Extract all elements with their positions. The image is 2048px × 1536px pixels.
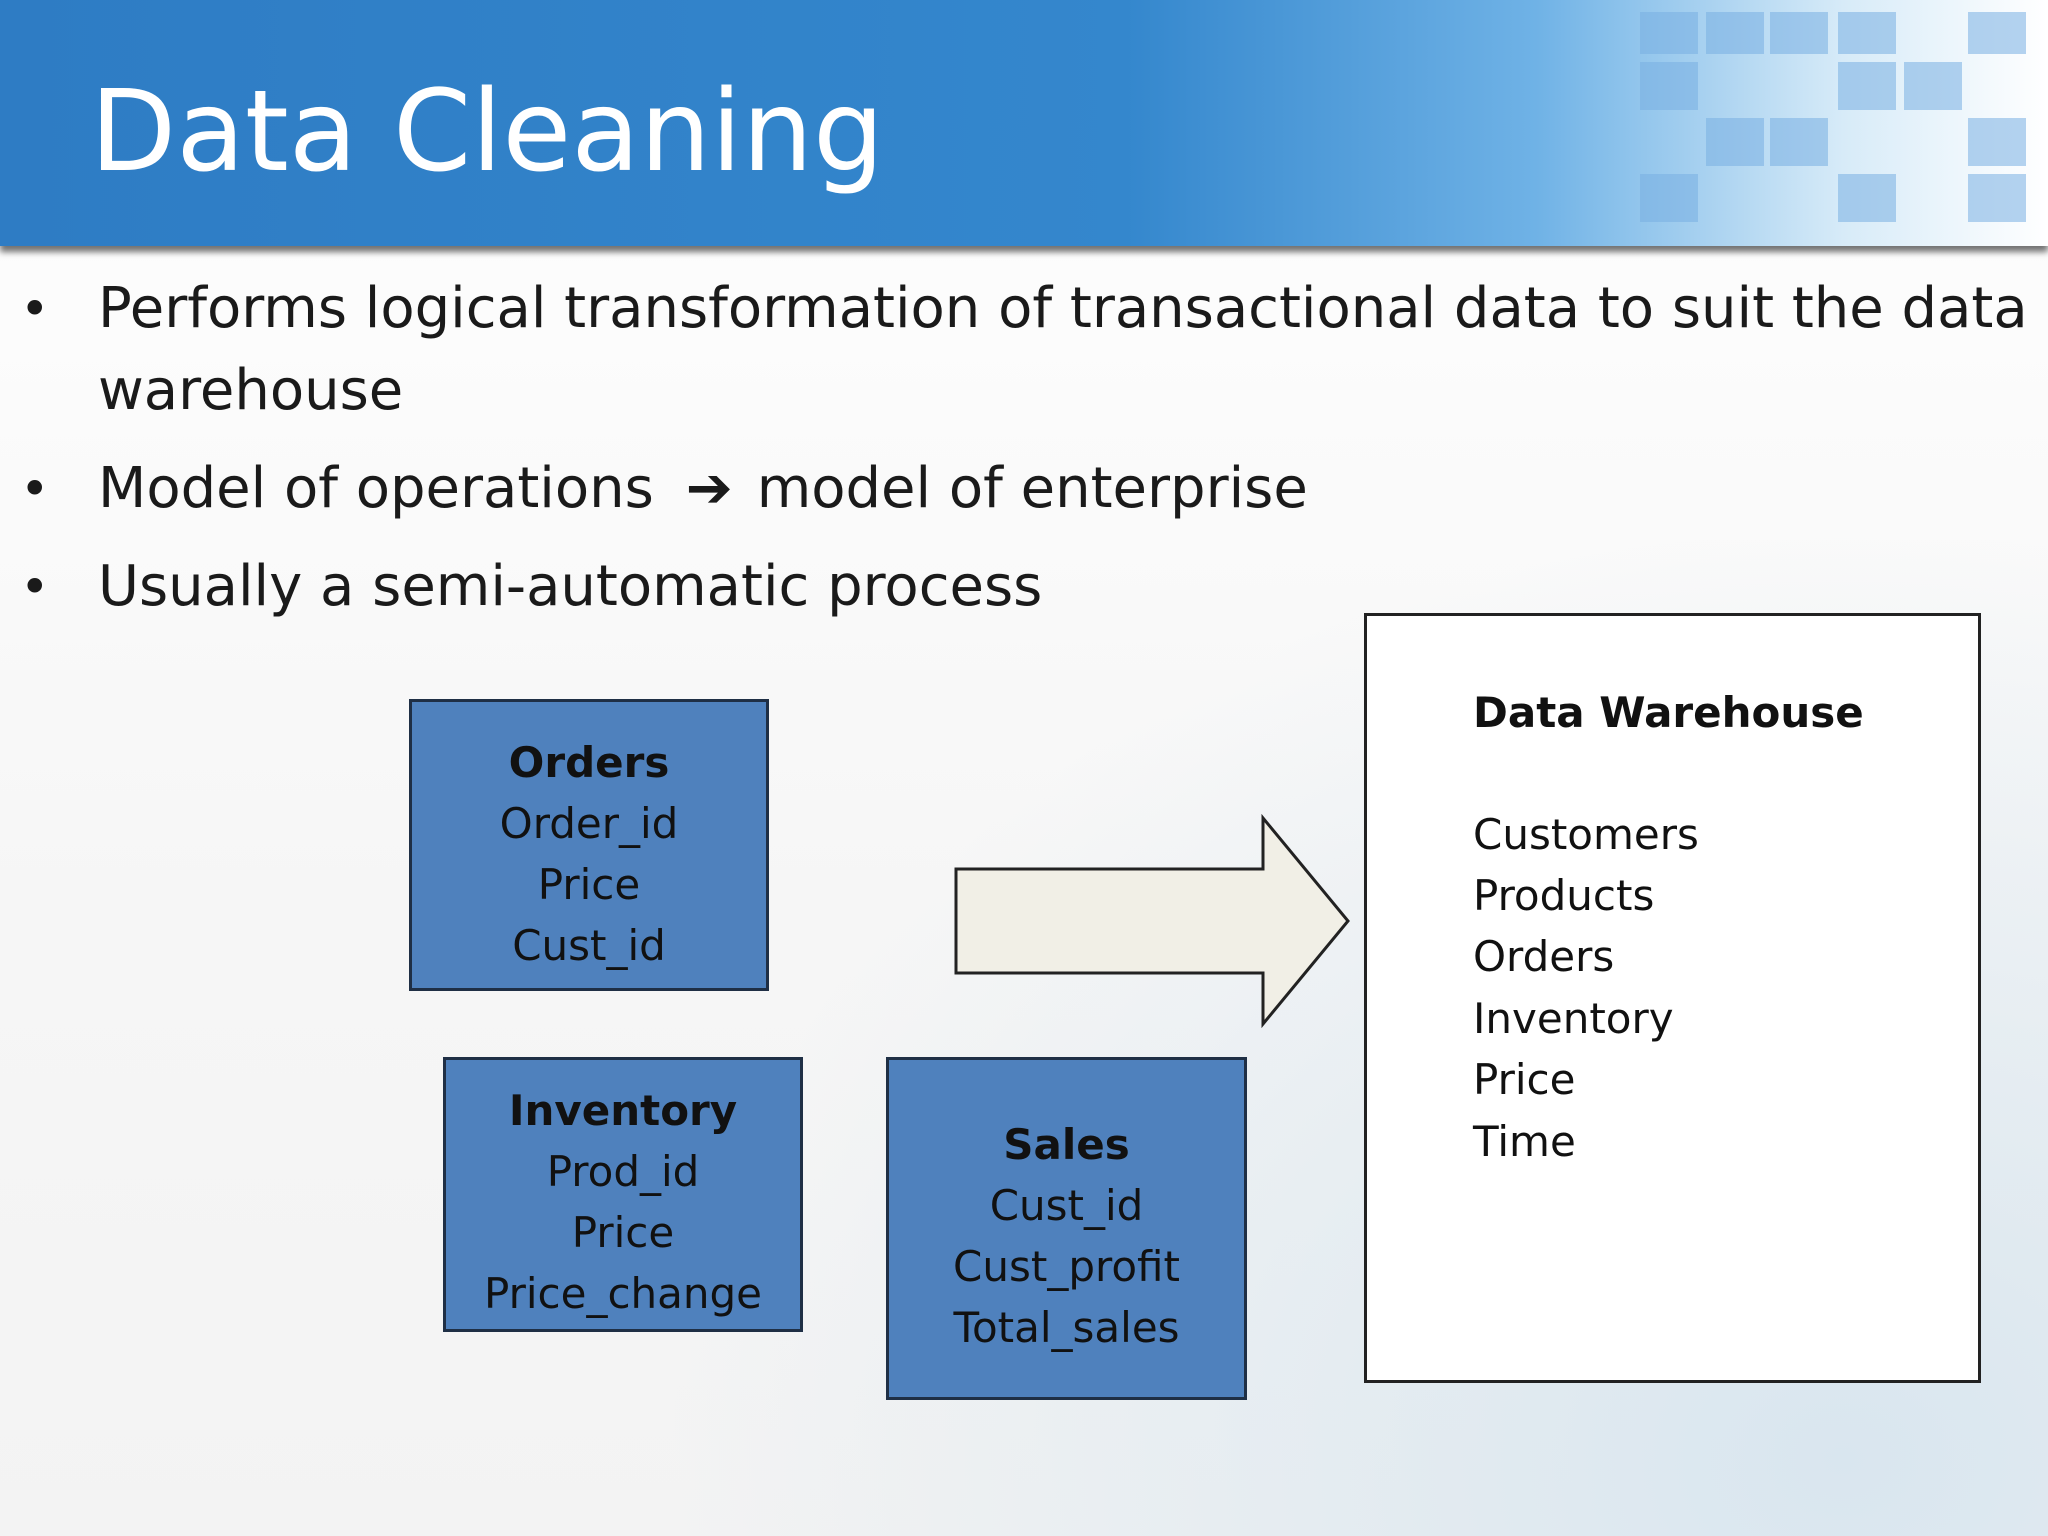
warehouse-item: Customers bbox=[1473, 810, 1699, 859]
bullet-dot: • bbox=[20, 460, 50, 518]
decorative-tile bbox=[1770, 12, 1828, 54]
entity-field: Prod_id bbox=[546, 1147, 700, 1196]
decorative-tile bbox=[1640, 12, 1698, 54]
entity-field: Price bbox=[571, 1208, 675, 1257]
decorative-tile bbox=[1770, 118, 1828, 166]
warehouse-item: Products bbox=[1473, 871, 1655, 920]
decorative-tile bbox=[1706, 118, 1764, 166]
entity-field: Cust_id bbox=[512, 921, 666, 970]
entity-field: Price bbox=[537, 860, 641, 909]
decorative-tile bbox=[1838, 12, 1896, 54]
decorative-tile bbox=[1706, 12, 1764, 54]
decorative-tile bbox=[1838, 62, 1896, 110]
right-arrow-icon: ➔ bbox=[685, 456, 733, 521]
entity-name: Sales bbox=[1003, 1120, 1130, 1169]
decorative-tile bbox=[1640, 62, 1698, 110]
data-warehouse-box: Data Warehouse Customers Products Orders… bbox=[1364, 613, 1981, 1383]
bullet-text-before: Model of operations bbox=[98, 456, 654, 521]
decorative-tile bbox=[1968, 118, 2026, 166]
entity-field: Price_change bbox=[483, 1269, 763, 1318]
warehouse-item: Orders bbox=[1473, 932, 1615, 981]
bullet-text: Usually a semi-automatic process bbox=[98, 554, 1043, 619]
entity-name: Inventory bbox=[508, 1086, 738, 1135]
warehouse-item: Time bbox=[1473, 1117, 1576, 1166]
entity-sales: Sales Cust_id Cust_profit Total_sales bbox=[886, 1057, 1247, 1400]
warehouse-item: Price bbox=[1473, 1055, 1576, 1104]
bullet-dot: • bbox=[20, 558, 50, 616]
entity-inventory: Inventory Prod_id Price Price_change bbox=[443, 1057, 803, 1332]
slide-title: Data Cleaning bbox=[90, 67, 885, 197]
bullet-dot: • bbox=[20, 280, 50, 338]
decorative-tile bbox=[1640, 174, 1698, 222]
title-bar: Data Cleaning bbox=[0, 0, 2048, 246]
entity-field: Order_id bbox=[499, 799, 679, 848]
warehouse-item: Inventory bbox=[1473, 994, 1674, 1043]
data-warehouse-title: Data Warehouse bbox=[1473, 688, 1864, 737]
decorative-tile bbox=[1904, 62, 1962, 110]
entity-field: Total_sales bbox=[953, 1303, 1180, 1352]
decorative-tile bbox=[1968, 12, 2026, 54]
bullet-text-after: model of enterprise bbox=[756, 456, 1308, 521]
bullet-text: Model of operations ➔ model of enterprise bbox=[98, 448, 2028, 530]
entity-orders: Orders Order_id Price Cust_id bbox=[409, 699, 769, 991]
entity-field: Cust_profit bbox=[953, 1242, 1180, 1291]
entity-name: Orders bbox=[508, 738, 670, 787]
block-arrow-icon bbox=[954, 814, 1350, 1028]
bullet-text: Performs logical transformation of trans… bbox=[98, 276, 2028, 423]
entity-field: Cust_id bbox=[989, 1181, 1144, 1230]
decorative-tile bbox=[1838, 174, 1896, 222]
decorative-tile bbox=[1968, 174, 2026, 222]
